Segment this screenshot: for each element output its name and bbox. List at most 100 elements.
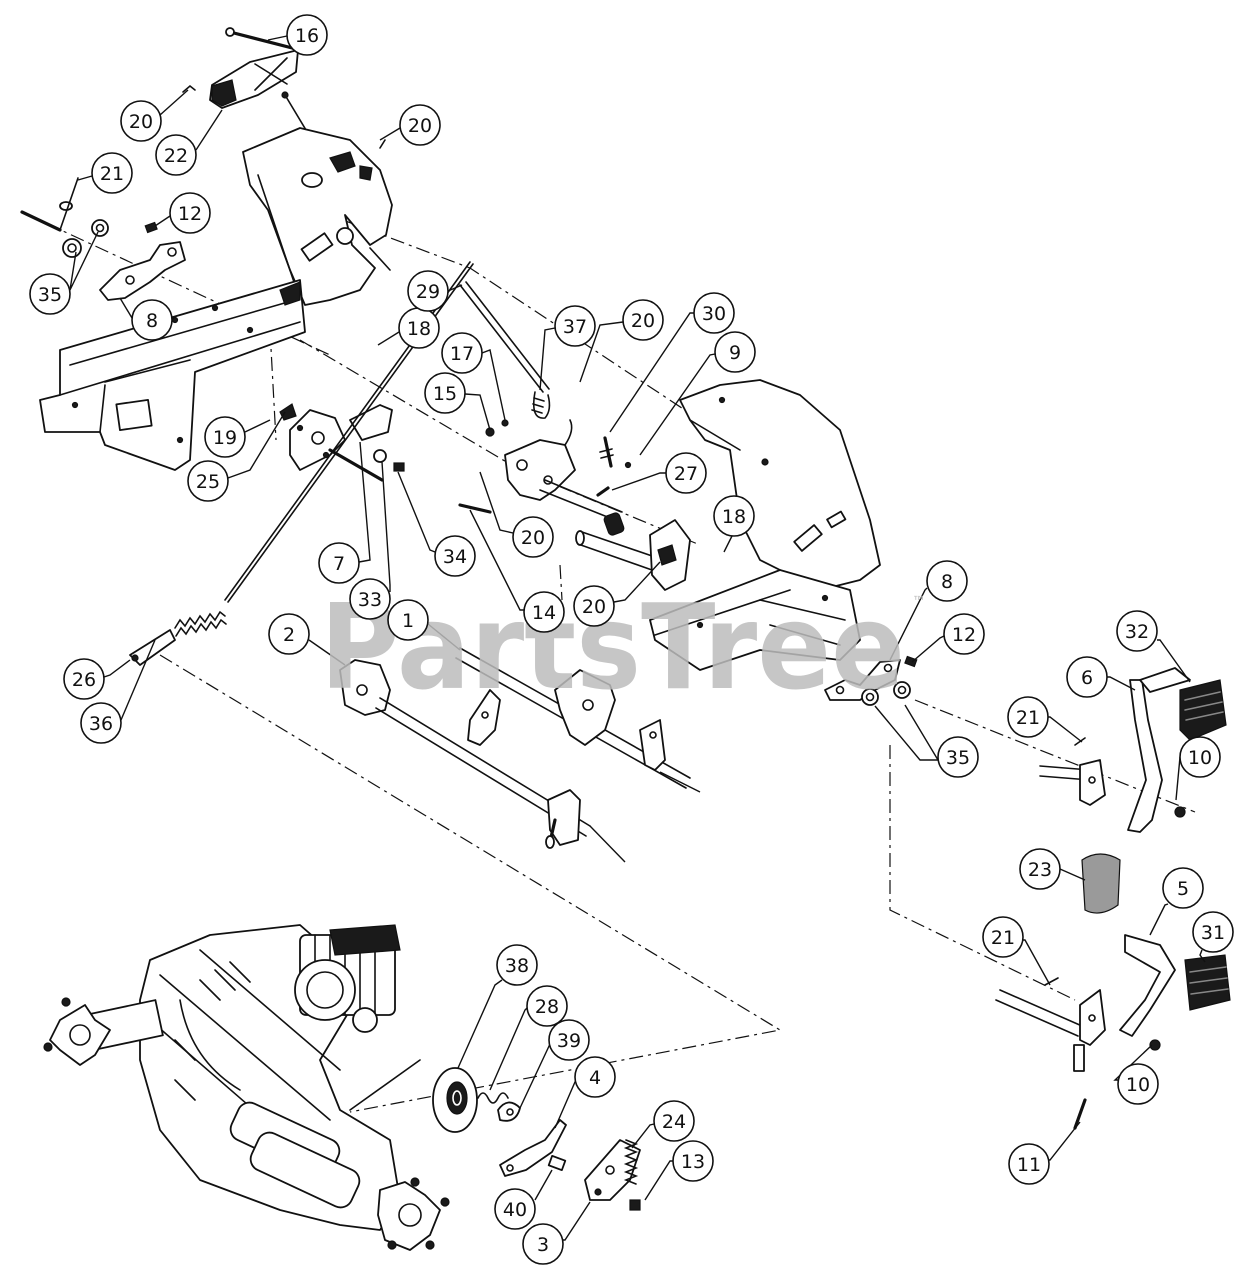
callout-label: 22 <box>164 145 188 167</box>
callout-label: 35 <box>38 284 62 306</box>
callout-circle <box>169 192 211 234</box>
callout-circle <box>943 613 985 655</box>
callout-circle <box>1008 1143 1050 1185</box>
callout-8: 8 <box>926 560 968 602</box>
callout-10: 10 <box>1117 1063 1159 1105</box>
callout-label: 38 <box>505 955 529 977</box>
callout-label: 18 <box>722 506 746 528</box>
callout-circle <box>187 460 229 502</box>
bushing-27 <box>596 486 625 536</box>
callout-circle <box>523 591 565 633</box>
right-frame-rail <box>649 569 861 671</box>
callout-label: 34 <box>443 546 467 568</box>
callout-37: 37 <box>554 305 596 347</box>
brake-plate-3 <box>584 1139 641 1201</box>
callout-circle <box>494 1188 536 1230</box>
callout-39: 39 <box>548 1019 590 1061</box>
callout-29: 29 <box>407 270 449 312</box>
callout-circle <box>1162 867 1204 909</box>
callout-label: 21 <box>1016 707 1040 729</box>
callout-label: 26 <box>72 669 96 691</box>
right-body-panel <box>679 379 881 591</box>
callout-label: 10 <box>1188 747 1212 769</box>
callout-circle <box>554 305 596 347</box>
callout-label: 4 <box>589 1067 601 1089</box>
leader-lines <box>69 35 1206 1241</box>
pedal-pad-32 <box>1179 679 1227 741</box>
callout-28: 28 <box>526 985 568 1027</box>
callout-5: 5 <box>1162 867 1204 909</box>
callout-circle <box>1007 696 1049 738</box>
callout-label: 29 <box>416 281 440 303</box>
upper-body-panel <box>242 127 393 306</box>
callout-label: 20 <box>582 596 606 618</box>
pin-14 <box>458 503 659 571</box>
callout-circle <box>407 270 449 312</box>
callout-circle <box>512 516 554 558</box>
cable-rod-29 <box>459 281 551 419</box>
callout-15: 15 <box>424 372 466 414</box>
callout-21: 21 <box>982 916 1024 958</box>
callout-circle <box>1117 1063 1159 1105</box>
callout-label: 6 <box>1081 667 1093 689</box>
callout-circle <box>204 416 246 458</box>
cross-shaft-1 <box>455 647 701 793</box>
callout-24: 24 <box>653 1100 695 1142</box>
callout-16: 16 <box>286 14 328 56</box>
callout-circle <box>982 916 1024 958</box>
spring-28 <box>477 1092 509 1104</box>
callout-circle <box>131 299 173 341</box>
callout-1: 1 <box>387 599 429 641</box>
callout-circle <box>441 332 483 374</box>
right-hex-nuts <box>861 681 911 706</box>
callout-label: 39 <box>557 1030 581 1052</box>
callout-19: 19 <box>204 416 246 458</box>
callout-label: 20 <box>408 115 432 137</box>
callout-label: 24 <box>662 1111 686 1133</box>
callout-31: 31 <box>1192 911 1234 953</box>
callout-label: 13 <box>681 1151 705 1173</box>
callout-21: 21 <box>1007 696 1049 738</box>
pin-40 <box>547 1155 567 1171</box>
callout-circle <box>1192 911 1234 953</box>
lever-4 <box>499 1119 567 1177</box>
callout-12: 12 <box>169 192 211 234</box>
callout-label: 3 <box>537 1234 549 1256</box>
pedal-pad-23 <box>1081 853 1121 914</box>
callout-circle <box>522 1223 564 1265</box>
left-brake-bracket <box>99 241 186 301</box>
callout-circle <box>424 372 466 414</box>
callout-circle <box>29 273 71 315</box>
callout-20: 20 <box>512 516 554 558</box>
clip-39 <box>497 1101 521 1122</box>
callout-label: 15 <box>433 383 457 405</box>
callout-label: 17 <box>450 343 474 365</box>
callout-8: 8 <box>131 299 173 341</box>
callout-label: 30 <box>702 303 726 325</box>
callout-circle <box>926 560 968 602</box>
callout-circle <box>1179 736 1221 778</box>
pedal-arm-5 <box>1119 934 1176 1051</box>
callout-label: 2 <box>283 624 295 646</box>
callout-21: 21 <box>91 152 133 194</box>
callout-label: 7 <box>333 553 345 575</box>
pin-30 <box>599 436 632 469</box>
right-plate-20 <box>649 519 691 591</box>
callout-10: 10 <box>1179 736 1221 778</box>
callout-label: 9 <box>729 342 741 364</box>
callout-32: 32 <box>1116 610 1158 652</box>
callout-circle <box>434 535 476 577</box>
left-cotter-pin <box>20 177 79 232</box>
callout-circle <box>1019 848 1061 890</box>
callout-26: 26 <box>63 658 105 700</box>
callout-18: 18 <box>398 307 440 349</box>
callout-20: 20 <box>573 585 615 627</box>
callout-circle <box>693 292 735 334</box>
callout-circle <box>496 944 538 986</box>
right-bolt <box>904 655 918 668</box>
callout-circle <box>387 599 429 641</box>
callout-30: 30 <box>693 292 735 334</box>
transmission <box>43 924 450 1251</box>
callout-18: 18 <box>713 495 755 537</box>
left-bolt <box>144 221 158 234</box>
